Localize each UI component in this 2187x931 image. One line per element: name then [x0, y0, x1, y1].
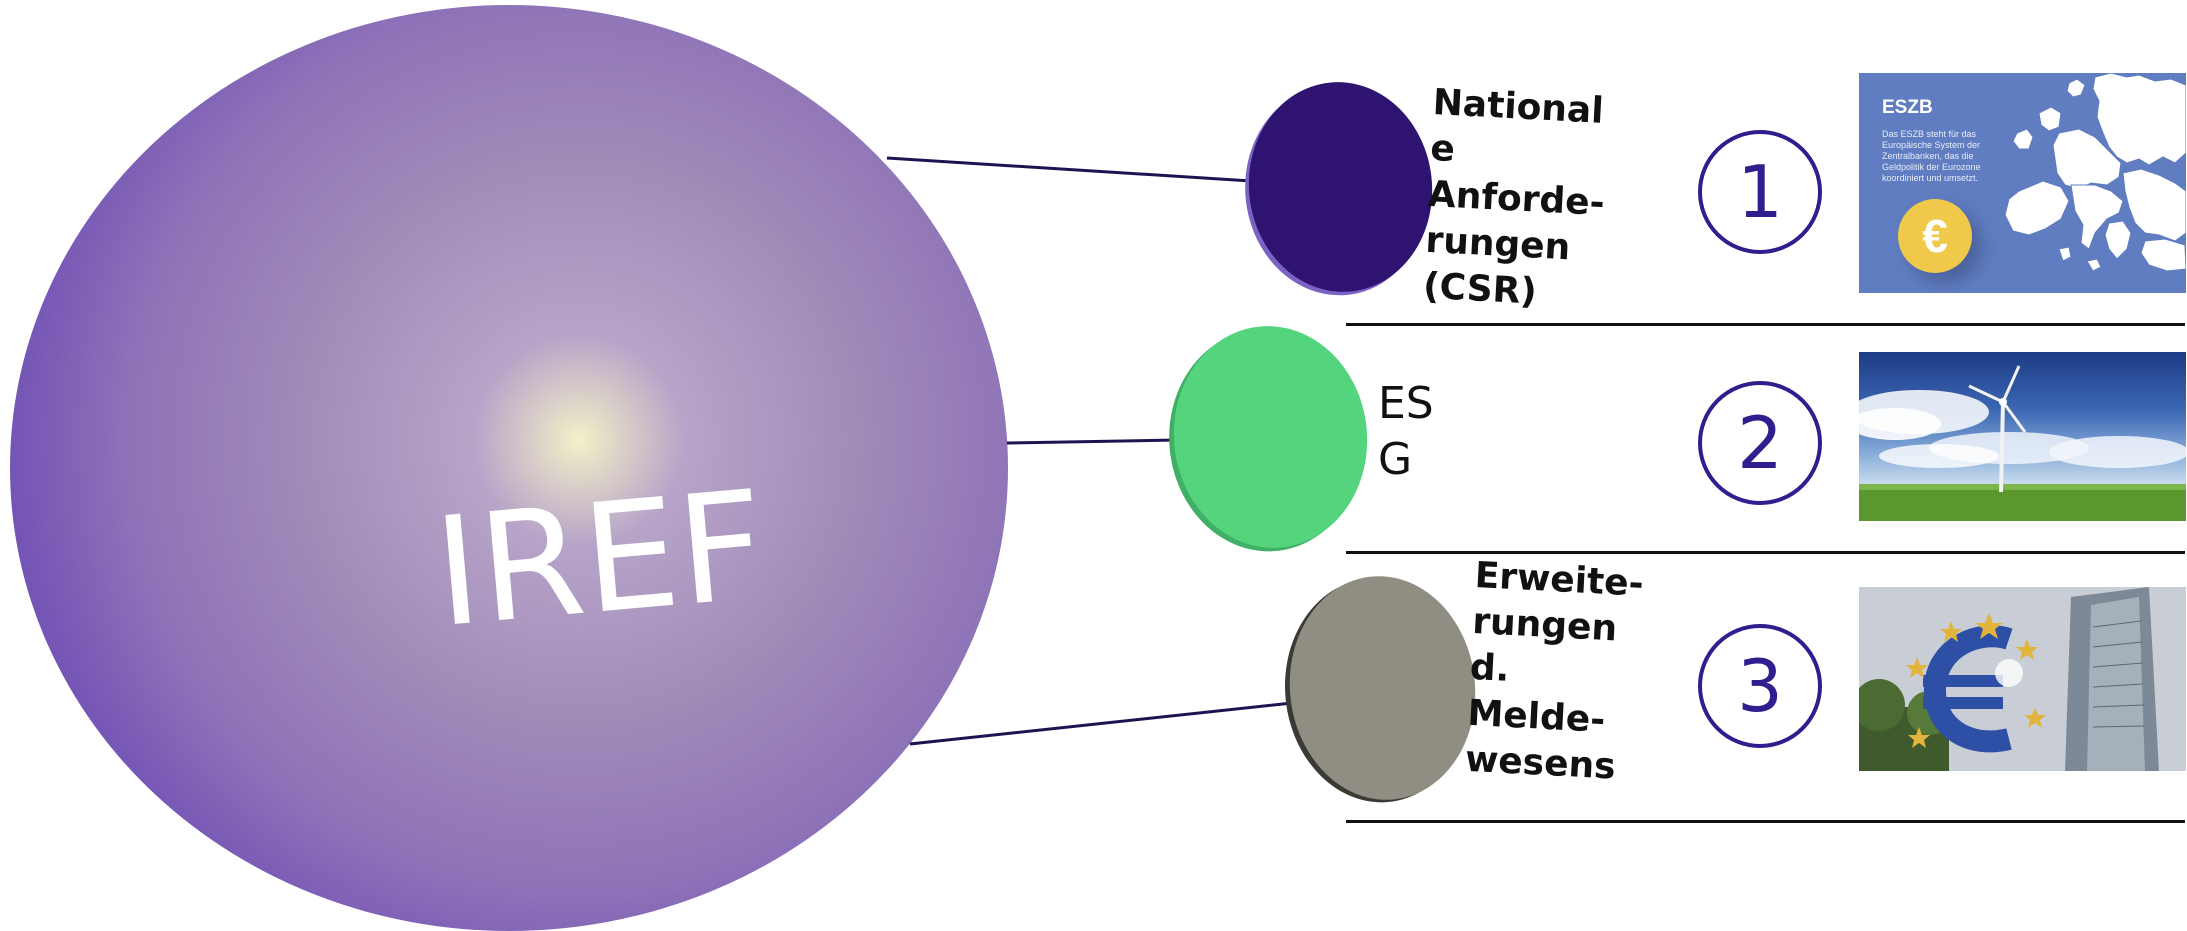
category-circle-3 [1278, 566, 1487, 810]
number-badge-2: 2 [1698, 381, 1822, 505]
row-separator-2 [1346, 551, 2185, 554]
row-separator-3 [1346, 820, 2185, 823]
eszb-card-title: ESZB [1882, 97, 1933, 118]
euro-sculpture-illustration [1859, 587, 2186, 771]
connector-2 [1006, 438, 1177, 445]
connector-3 [909, 701, 1293, 746]
eszb-card-text: Das ESZB steht für das Europäische Syste… [1882, 129, 1981, 183]
euro-coin-icon: € [1898, 199, 1972, 273]
row-separator-1 [1346, 323, 2185, 326]
category-label-2: ES G [1378, 378, 1434, 485]
connector-1 [886, 156, 1252, 183]
europe-map-icon [2004, 73, 2186, 272]
category-circle-1 [1238, 73, 1443, 301]
iref-label: IREF [428, 458, 772, 662]
category-label-3: Erweite- rungen d. Melde- wesens [1464, 554, 1645, 788]
category-label-1: National e Anforde- rungen (CSR) [1422, 81, 1606, 313]
number-badge-3: 3 [1698, 624, 1822, 748]
category-circle-2 [1162, 316, 1379, 558]
wind-turbine-photo [1859, 352, 2186, 521]
ecb-euro-sculpture-photo [1859, 587, 2186, 771]
eszb-info-card: ESZB Das ESZB steht für das Europäische … [1859, 73, 2186, 293]
iref-main-circle [10, 5, 1008, 931]
number-badge-1: 1 [1698, 130, 1822, 254]
wind-turbine-illustration [1859, 365, 2186, 521]
